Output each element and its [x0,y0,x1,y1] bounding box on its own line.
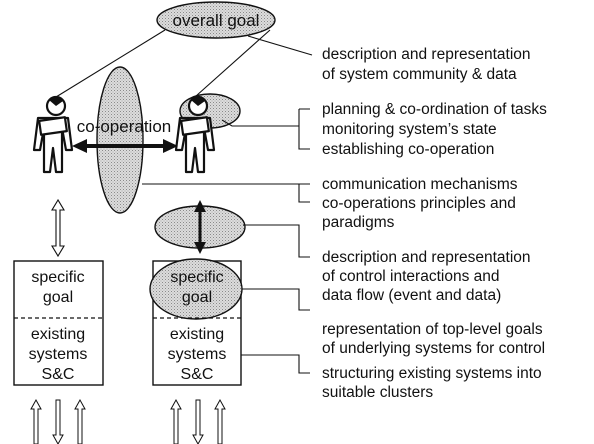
annotation-a6-line2: suitable clusters [322,384,433,401]
annotation-a3-line2: co-operations principles and [322,195,516,212]
goal-link-right [195,29,271,97]
connector-a1 [247,35,313,56]
goal-link-left [55,29,166,98]
annotation-a4: description and representation of contro… [322,249,531,304]
cooperation-arrow [72,139,178,153]
annotation-a2-line1: planning & co-ordination of tasks [322,101,547,118]
overall-goal-label: overall goal [173,11,260,30]
bracket-a2 [292,108,310,150]
vertical-arrow-left [51,198,65,258]
box-left-top-2: goal [43,289,73,306]
annotation-a2-line3: establishing co-operation [322,141,494,158]
annotation-a5-line1: representation of top-level goals [322,321,543,338]
box-right-bottom-2: systems [168,346,227,363]
annotation-a3-line1: communication mechanisms [322,176,518,193]
annotation-a3-line3: paradigms [322,214,395,231]
cooperation-ellipse [96,66,144,214]
bottom-arrows-left [30,398,86,444]
connector-a2 [221,119,292,127]
box-left-bottom-1: existing [31,326,85,343]
annotation-a5: representation of top-level goals of und… [322,321,545,357]
vertical-arrow-right [194,200,206,254]
box-right-top-2: goal [182,289,212,306]
bottom-arrows-right [170,398,226,444]
annotation-a5-line2: of underlying systems for control [322,340,545,357]
annotation-a6: structuring existing systems into suitab… [322,365,542,401]
annotation-a4-line1: description and representation [322,249,531,266]
annotation-a4-line2: of control interactions and [322,268,500,285]
connector-a5 [242,288,310,311]
annotation-a4-line3: data flow (event and data) [322,287,501,304]
cooperation-label: co-operation [77,117,172,136]
box-left-top-1: specific [31,269,84,286]
annotation-a1-line2: of system community & data [322,66,517,83]
box-left-bottom-2: systems [29,346,88,363]
agent-left-icon [32,95,74,174]
connector-a6 [241,354,310,374]
annotation-a2-line2: monitoring system’s state [322,121,497,138]
annotation-a3: communication mechanisms co-operations p… [322,176,518,231]
box-right-top-1: specific [170,269,223,286]
annotation-a1: description and representation of system… [322,46,531,83]
system-box-left [13,260,104,386]
box-left-bottom-3: S&C [42,366,75,383]
agent-right-icon [174,95,216,174]
annotation-a1-line1: description and representation [322,46,531,63]
box-right-bottom-3: S&C [181,366,214,383]
annotation-a6-line1: structuring existing systems into [322,365,542,382]
annotation-a2: planning & co-ordination of tasks monito… [322,101,547,158]
overall-goal-ellipse [156,1,276,39]
bracket-a3 [298,184,310,203]
connector-a4 [243,224,310,258]
box-right-bottom-1: existing [170,326,224,343]
